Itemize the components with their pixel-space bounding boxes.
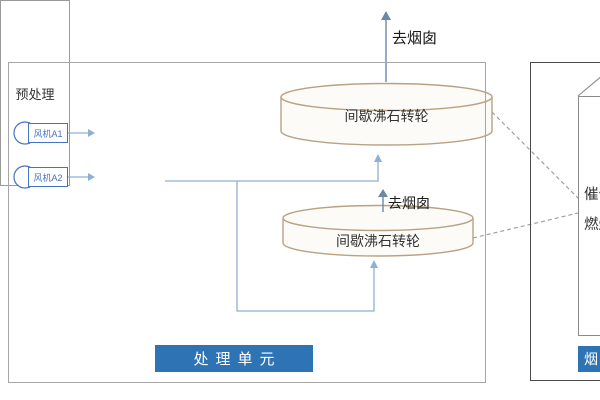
zeolite-rotor-drum-1 [280,82,493,146]
arrowhead-to-drum1 [374,154,382,162]
fan-connectors [68,132,88,178]
pretreatment-box: 预处理 [0,0,70,186]
drum2-label: 间歇沸石转轮 [336,233,420,249]
arrowhead-chimney-top [381,11,391,20]
arrowhead-chimney-mid [378,189,388,197]
zeolite-rotor-drum-2 [282,204,474,257]
pretreatment-label: 预处理 [15,86,55,102]
fan2-label: 风机A2 [33,172,63,183]
chimney-arrows [382,20,387,212]
chimney-label-top: 去烟囱 [392,30,438,47]
chimney-label-mid: 去烟囱 [388,195,430,211]
right-box-3d-edge [577,76,600,97]
drum2-top [282,204,474,232]
catalytic-combustion-label: 催化燃烧 [584,187,600,234]
arrowhead-fan2 [88,173,95,181]
drum1-top [280,82,493,112]
feed-lines [165,162,379,312]
arrowhead-to-drum2 [370,260,378,268]
processing-unit-tag: 处理单元 [155,345,313,372]
processing-unit-boundary [8,62,486,383]
right-unit-tag-partial: 烟 [578,346,600,372]
fan2-box: 风机A2 [28,167,68,187]
fan1-box: 风机A1 [28,123,68,143]
drum1-label: 间歇沸石转轮 [344,108,429,124]
fan1-label: 风机A1 [33,128,63,139]
dashed-connectors [472,111,579,239]
arrowhead-fan1 [88,129,95,137]
catalytic-unit-box [578,96,600,336]
right-unit-boundary [530,62,600,381]
